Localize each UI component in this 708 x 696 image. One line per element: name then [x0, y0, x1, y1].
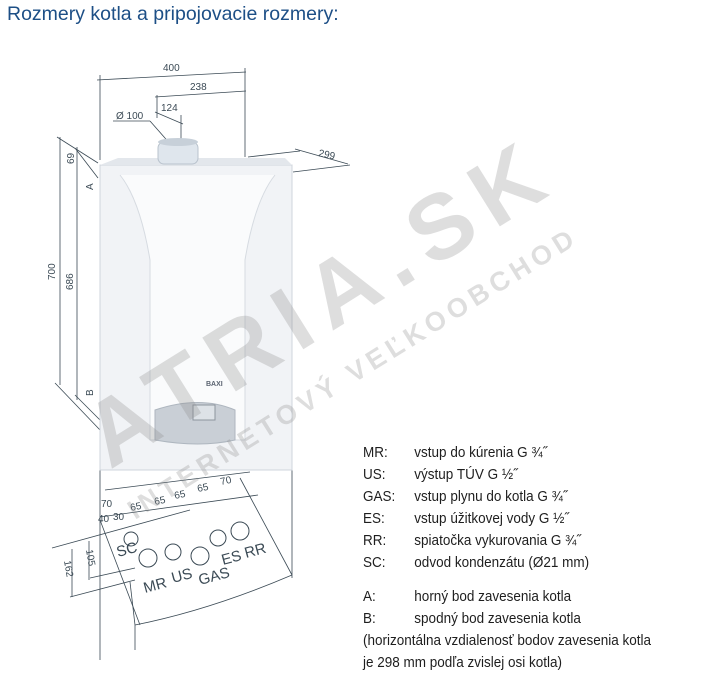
connection-gas [190, 546, 210, 566]
point-item: B:spodný bod zavesenia kotla [363, 610, 581, 627]
dim-flue-offset: 238 [190, 82, 207, 93]
dim-bottom-65c: 65 [173, 489, 187, 502]
connection-us [164, 543, 182, 561]
dim-top-a: 69 [66, 152, 77, 164]
dim-bottom-70b: 70 [219, 475, 233, 488]
dim-depth-105: 105 [83, 549, 97, 568]
dimension-lines [51, 68, 351, 660]
dim-bottom-65b: 65 [153, 495, 167, 508]
connections [123, 521, 250, 568]
dim-depth: 299 [317, 148, 336, 162]
connection-rr [230, 521, 250, 541]
label-sc: SC [115, 539, 140, 561]
legend-item: RR:spiatočka vykurovania G ¾˝ [363, 532, 581, 549]
dim-depth-162: 162 [61, 560, 75, 579]
point-b-label: B [85, 389, 96, 396]
legend-item: SC:odvod kondenzátu (Ø21 mm) [363, 554, 590, 571]
label-us: US [170, 565, 195, 587]
label-es: ES [220, 547, 244, 569]
brand-logo: BAXI [206, 381, 223, 388]
connection-es [209, 529, 227, 547]
dim-bottom-30: 30 [113, 512, 125, 523]
label-mr: MR [142, 574, 169, 597]
dim-bottom-70a: 70 [101, 499, 113, 510]
legend-item: MR:vstup do kúrenia G ¾˝ [363, 444, 548, 461]
dim-height-ab: 686 [65, 273, 76, 290]
connection-mr [138, 548, 158, 568]
dim-bottom-40: 40 [98, 514, 110, 525]
legend-item: GAS:vstup plynu do kotla G ¾˝ [363, 488, 568, 505]
dim-flue-side: 124 [161, 103, 178, 114]
dim-width: 400 [163, 63, 180, 74]
note-line: je 298 mm podľa zvislej osi kotla) [363, 654, 563, 671]
page-title: Rozmery kotla a pripojovacie rozmery: [7, 3, 339, 25]
legend: MR:vstup do kúrenia G ¾˝ US:výstup TÚV G… [363, 442, 651, 674]
connection-sc [123, 531, 139, 547]
dim-height-total: 700 [47, 263, 58, 280]
legend-item: ES:vstup úžitkovej vody G ½˝ [363, 510, 569, 527]
dim-bottom-65d: 65 [196, 482, 210, 495]
label-rr: RR [243, 540, 268, 562]
dim-bottom-65a: 65 [129, 501, 143, 514]
point-item: A:horný bod zavesenia kotla [363, 588, 572, 605]
dim-flue-diameter: Ø 100 [116, 111, 144, 122]
point-a-label: A [85, 183, 96, 190]
boiler-body: BAXI [99, 138, 293, 471]
legend-item: US:výstup TÚV G ½˝ [363, 466, 518, 483]
note-line: (horizontálna vzdialenosť bodov zaveseni… [363, 632, 651, 649]
